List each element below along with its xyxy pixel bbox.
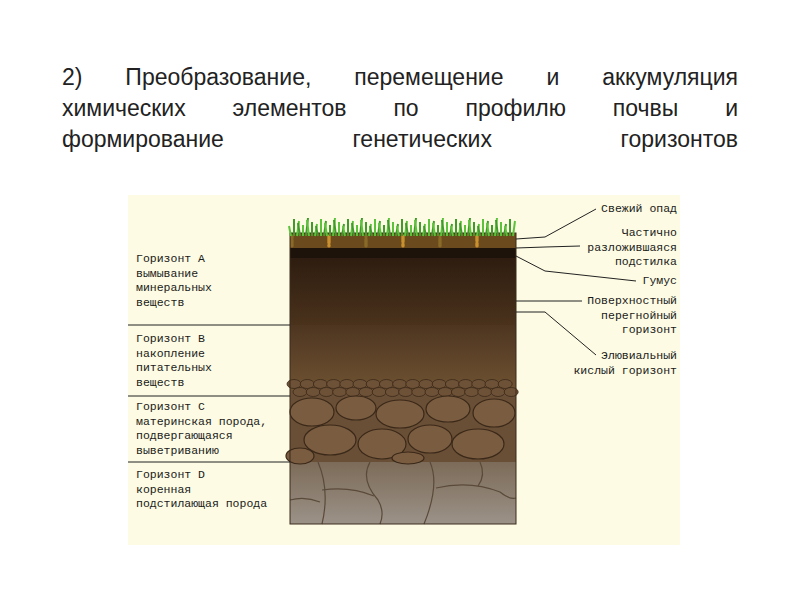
callout-label: Гумус (642, 274, 677, 289)
leader-lines (128, 209, 636, 462)
callout-label: Свежий опад (601, 202, 677, 217)
callout-label: Элювиальныйкислый горизонт (573, 349, 677, 378)
horizon-label: Горизонт Bнакоплениепитательныхвеществ (136, 332, 212, 390)
horizon-label: Горизонт Aвымываниеминеральныхвеществ (136, 252, 212, 310)
slide-title: 2) Преобразование, перемещение и аккумул… (62, 62, 738, 155)
callout-label: Поверхностныйперегнойныйгоризонт (587, 294, 677, 338)
soil-column (286, 218, 518, 524)
horizon-label: Горизонт Dкореннаяподстилающая порода (136, 468, 267, 512)
callout-label: Частичноразложившаясяподстилка (587, 226, 677, 270)
panel (128, 195, 680, 545)
horizon-label: Горизонт Cматеринская порода,подвергающа… (136, 400, 267, 458)
